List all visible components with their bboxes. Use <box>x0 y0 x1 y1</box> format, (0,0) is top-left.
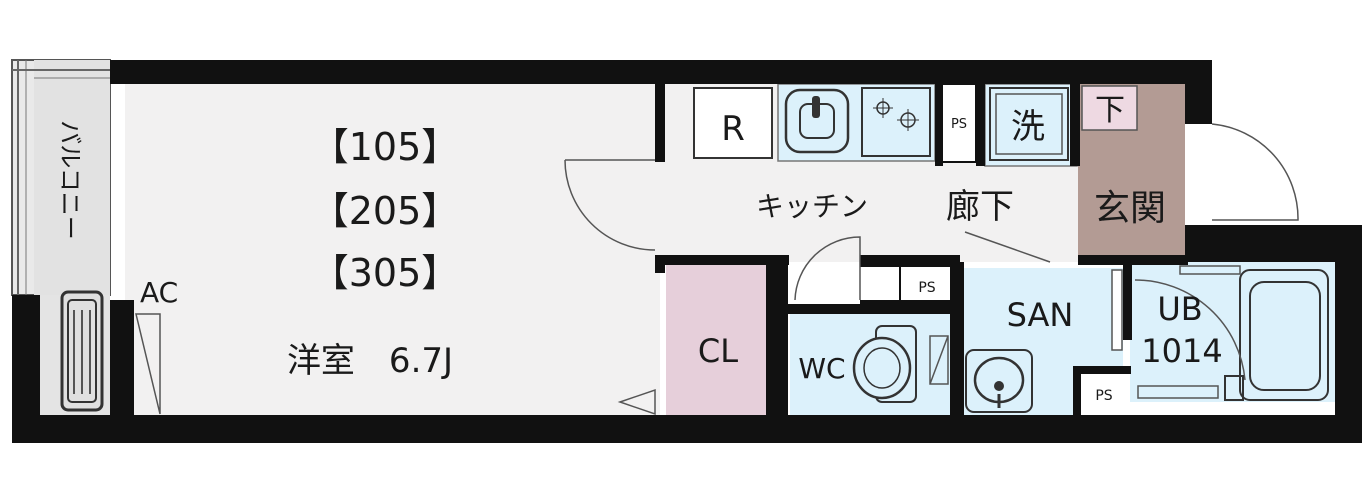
unit-number-105: 【105】 <box>311 125 460 169</box>
bathtub-icon <box>1134 265 1329 401</box>
walls <box>12 60 1362 443</box>
sanitary-mirror <box>1111 269 1123 351</box>
refrigerator-label: R <box>721 109 745 149</box>
unit-bath-size-label: 1014 <box>1141 332 1222 370</box>
shoe-storage <box>1081 85 1138 131</box>
ps-bottom-box <box>1078 372 1130 416</box>
balcony-label: バルコニー <box>56 120 84 240</box>
refrigerator <box>693 87 773 159</box>
hallway-label: 廊下 <box>946 187 1014 227</box>
closet <box>666 265 768 415</box>
doors <box>135 123 1299 416</box>
western-room-label: 洋室 6.7J <box>287 341 453 381</box>
ps-top-label: PS <box>951 117 967 132</box>
ac-label: AC <box>140 276 178 309</box>
stove-icon <box>861 87 931 157</box>
wc-label: WC <box>798 352 845 385</box>
unit-bath-label: UB <box>1157 290 1202 328</box>
ac-outdoor-unit-icon <box>60 290 104 412</box>
sanitary-label: SAN <box>1007 296 1074 334</box>
washer-pan-icon <box>989 87 1069 161</box>
entrance-label: 玄関 <box>1094 188 1166 229</box>
western-room <box>125 84 660 416</box>
sink-icon <box>784 88 850 154</box>
shoe-storage-label: 下 <box>1095 93 1125 128</box>
unit-number-305: 【305】 <box>311 251 460 295</box>
basin-icon <box>965 349 1033 413</box>
ps-middle-label: PS <box>918 280 935 296</box>
closet-label: CL <box>698 332 738 370</box>
kitchen-label: キッチン <box>756 190 868 223</box>
ps-bottom-label: PS <box>1095 388 1112 404</box>
toilet-icon <box>852 325 917 403</box>
washer-label: 洗 <box>1011 107 1045 147</box>
unit-number-205: 【205】 <box>311 189 460 233</box>
balcony <box>11 59 111 415</box>
